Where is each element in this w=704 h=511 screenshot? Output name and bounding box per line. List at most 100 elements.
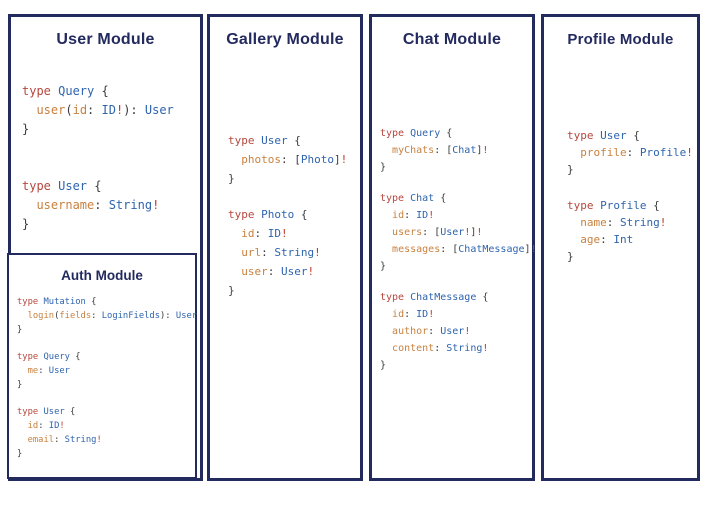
code-line: type Query { (22, 82, 200, 101)
code-token (380, 326, 392, 337)
code-token: Query (410, 128, 441, 139)
code-token: email (27, 435, 55, 445)
code-token: : (87, 103, 102, 117)
code-token: String (64, 435, 97, 445)
code-token: Photo (261, 208, 295, 221)
code-line: } (567, 161, 697, 178)
chat-module-code: type Query { myChats: [Chat]!}type Chat … (380, 125, 537, 374)
code-token (17, 366, 28, 376)
code-token: User (261, 134, 288, 147)
code-token: id (27, 421, 39, 431)
code-token (22, 103, 36, 117)
code-token: Mutation (43, 297, 86, 307)
code-token (228, 153, 241, 166)
code-block: type Query { myChats: [Chat]!} (380, 125, 532, 176)
code-token: ! (464, 326, 471, 337)
code-line: } (22, 120, 200, 139)
code-token: Profile (639, 146, 687, 159)
code-token: User (43, 407, 65, 417)
code-token: ! (96, 435, 102, 445)
code-token: : [ (440, 244, 459, 255)
code-token: } (380, 162, 387, 173)
code-token: ! (464, 227, 471, 238)
code-token: : (404, 210, 417, 221)
panel-auth-module: Auth Module type Mutation { login(fields… (7, 253, 197, 479)
code-token: { (69, 352, 81, 362)
code-token: login (27, 311, 55, 321)
code-token: age (580, 233, 601, 246)
code-block: type Profile { name: String! age: Int} (567, 197, 697, 265)
code-token: } (567, 163, 574, 176)
panel-gallery-module: Gallery Module type User { photos: [Phot… (207, 14, 363, 481)
code-token: User (600, 129, 627, 142)
code-line: type Query { (17, 350, 195, 364)
profile-module-title: Profile Module (567, 31, 674, 48)
profile-module-code: type User { profile: Profile!} type Profi… (567, 127, 697, 265)
code-token (567, 233, 580, 246)
code-token: type (17, 297, 44, 307)
code-token: ID (48, 421, 60, 431)
code-block: type ChatMessage { id: ID! author: User!… (380, 289, 532, 374)
code-token (567, 146, 580, 159)
code-token: Int (613, 233, 634, 246)
code-token: Chat (410, 193, 435, 204)
code-token: id (392, 309, 405, 320)
code-token: ChatMessage (410, 292, 477, 303)
code-token: } (228, 172, 235, 185)
code-token: type (17, 407, 44, 417)
code-token: ID (267, 227, 281, 240)
code-line: type User { (22, 177, 200, 196)
code-token: } (380, 261, 387, 272)
code-token (228, 265, 241, 278)
code-token: ! (482, 343, 489, 354)
code-token: { (94, 84, 109, 98)
code-token: LoginFields (101, 311, 161, 321)
code-line: photos: [Photo]! (228, 150, 360, 169)
panel-user-module: User Module type Query { user(id: ID!): … (7, 14, 203, 481)
code-token: : (91, 311, 102, 321)
code-token: { (294, 208, 308, 221)
code-token (17, 311, 28, 321)
code-token: ): (123, 103, 145, 117)
code-line: } (567, 248, 697, 265)
code-token: : (267, 265, 281, 278)
code-block: type Query { user(id: ID!): User} (22, 82, 200, 139)
code-token: Query (58, 84, 95, 98)
code-token (380, 210, 392, 221)
code-token: ! (340, 153, 348, 166)
code-token: ] (524, 244, 531, 255)
code-token: : (606, 216, 620, 229)
code-line: } (17, 447, 195, 461)
code-token: id (241, 227, 255, 240)
code-token: : (600, 233, 614, 246)
code-token: String (274, 246, 315, 259)
code-block: type User { id: ID! email: String!} (17, 405, 195, 461)
code-line: login(fields: LoginFields): User (17, 309, 198, 323)
code-token: : (428, 326, 441, 337)
code-token (380, 343, 392, 354)
code-token: : (94, 198, 109, 212)
code-token: User (440, 227, 465, 238)
code-token: ChatMessage (458, 244, 525, 255)
code-token: String (108, 198, 153, 212)
code-token: : (38, 421, 49, 431)
code-token: } (22, 217, 30, 231)
code-block: type User { profile: Profile!} (567, 127, 697, 178)
code-token (17, 435, 28, 445)
code-line: id: ID! (17, 419, 195, 433)
chat-module-title: Chat Module (402, 31, 502, 48)
code-block: type Chat { id: ID! users: [User!]! mess… (380, 190, 537, 275)
code-token: } (17, 325, 23, 335)
code-token: ( (54, 311, 60, 321)
code-token: } (17, 449, 23, 459)
code-line: } (380, 159, 532, 176)
panel-profile-module: Profile Module type User { profile: Prof… (541, 14, 700, 481)
code-line: type ChatMessage { (380, 289, 532, 306)
code-token: : (38, 366, 49, 376)
gallery-module-code: type User { photos: [Photo]!}type Photo … (228, 131, 360, 300)
code-token: : (261, 246, 275, 259)
code-token: { (64, 407, 76, 417)
code-token: ! (428, 309, 435, 320)
code-token (380, 227, 392, 238)
code-block: type Mutation { login(fields: LoginField… (17, 295, 198, 337)
